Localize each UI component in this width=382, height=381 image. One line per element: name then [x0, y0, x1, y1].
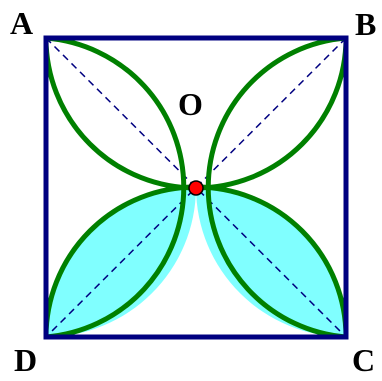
label-b: B — [355, 6, 376, 42]
label-a: A — [10, 5, 33, 41]
diagonal-a-c — [45, 37, 347, 338]
arc-left — [45, 35, 187, 340]
square-border — [43, 35, 349, 340]
label-c: C — [352, 342, 375, 378]
diagonal-b-d — [45, 37, 347, 338]
center-point — [188, 180, 204, 196]
label-d: D — [14, 342, 37, 378]
label-o: O — [178, 86, 203, 122]
